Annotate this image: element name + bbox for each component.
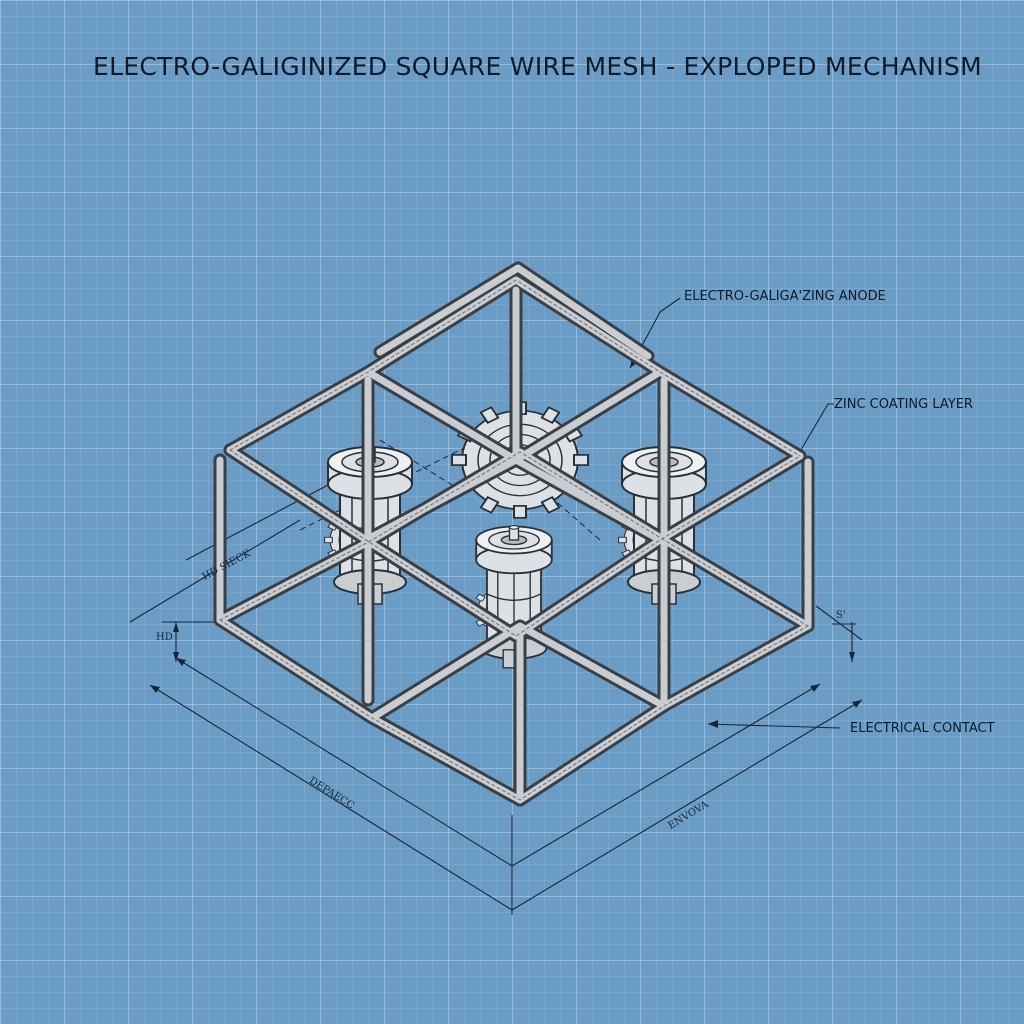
wire-mesh-frame <box>213 261 815 807</box>
dimension-label-left-height: HD <box>156 632 173 643</box>
callout-zinc-coating: ZINC COATING LAYER <box>834 397 973 412</box>
diagram-title: ELECTRO-GALIGINIZED SQUARE WIRE MESH - E… <box>93 52 982 81</box>
dimension-label-right-small: S' <box>836 610 846 621</box>
callout-anode: ELECTRO-GALIGA'ZING ANODE <box>684 289 886 304</box>
callout-electrical-contact: ELECTRICAL CONTACT <box>850 721 995 736</box>
